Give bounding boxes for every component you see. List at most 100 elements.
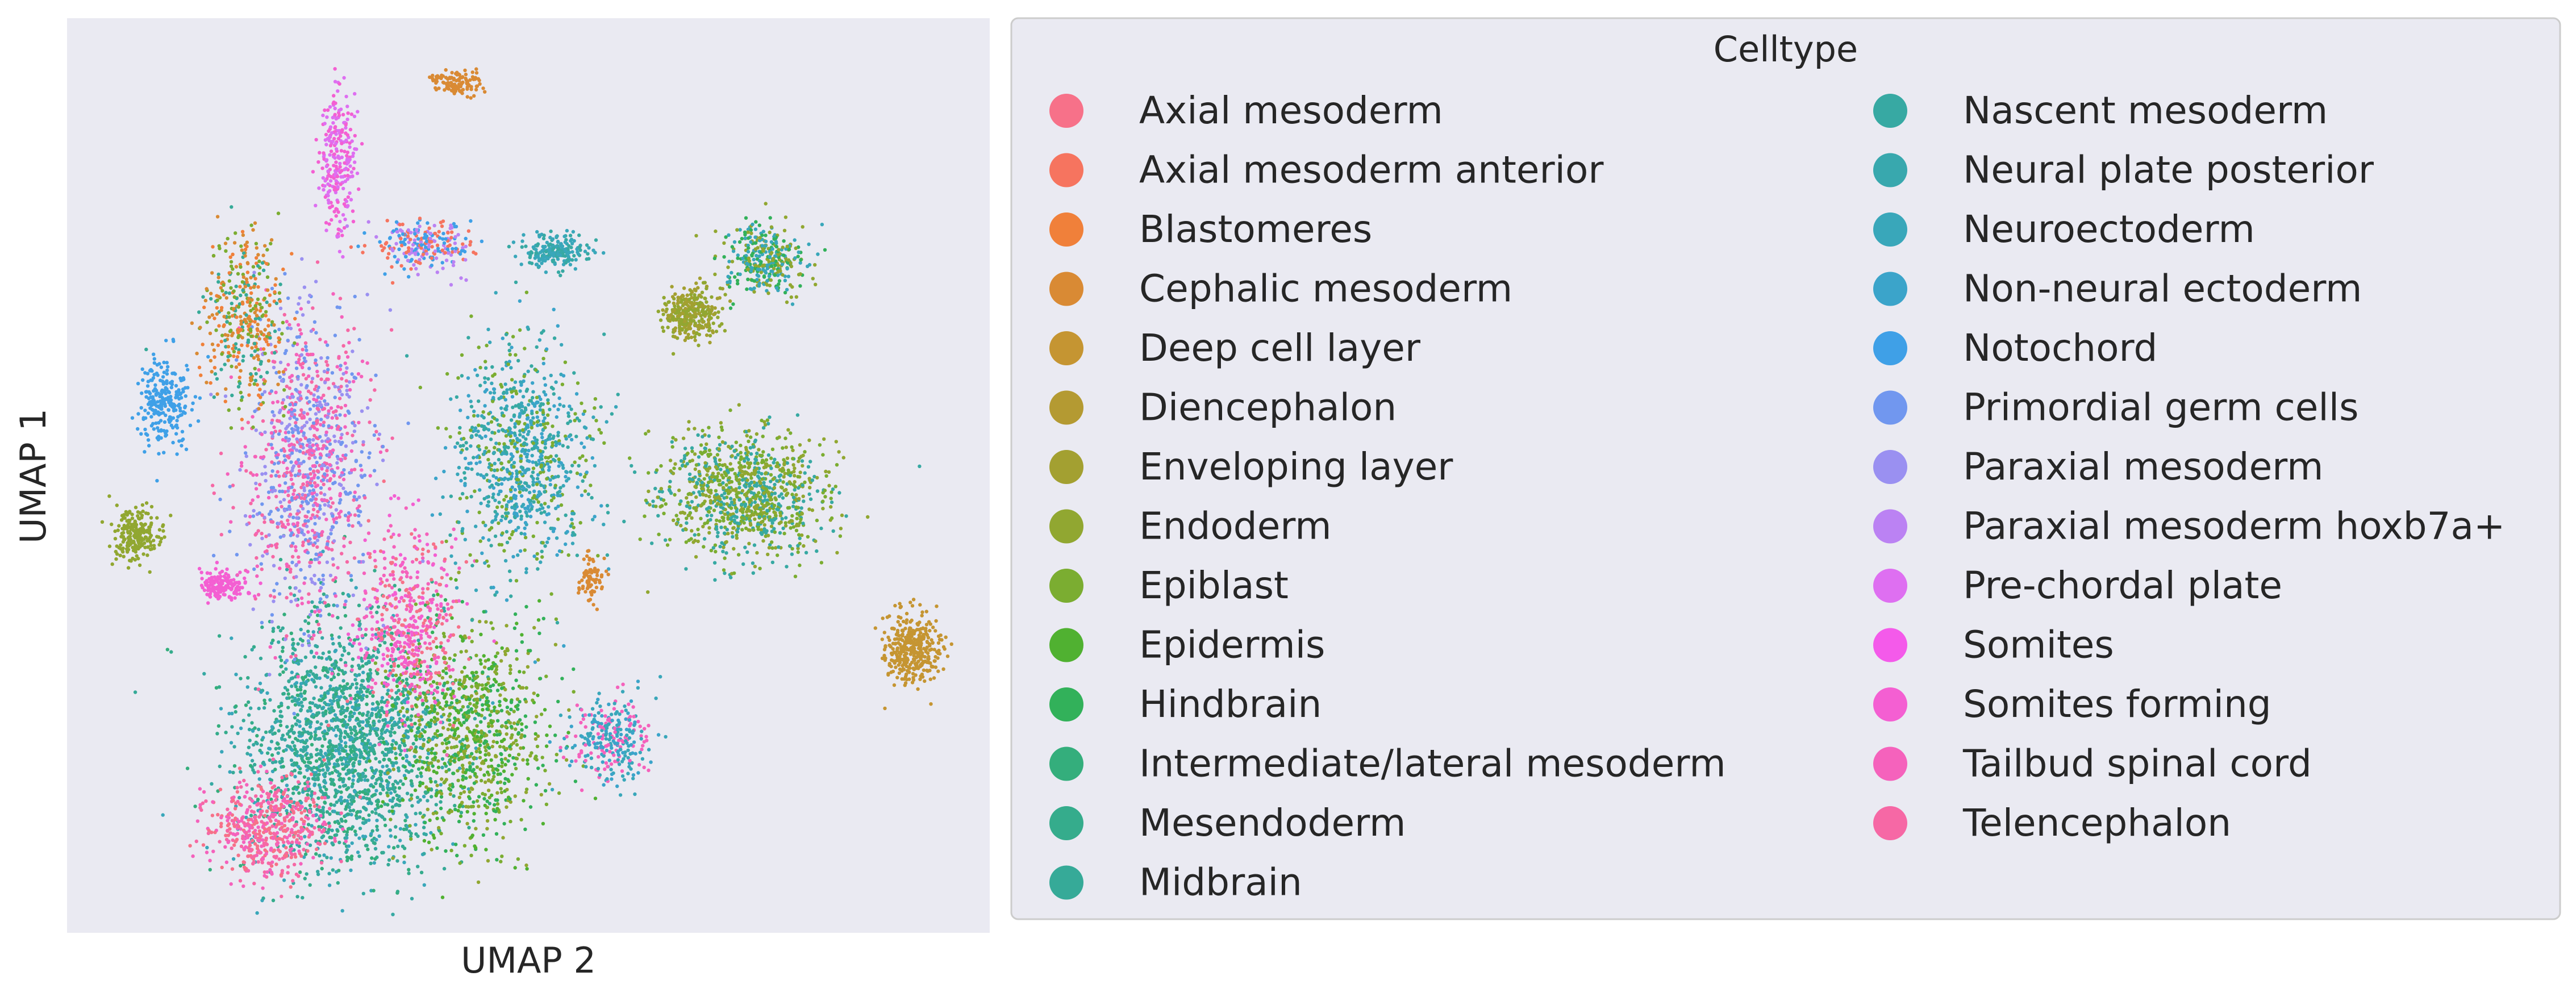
scatter-point [427, 721, 431, 725]
scatter-point [375, 828, 380, 832]
scatter-point [302, 745, 306, 749]
scatter-point [394, 756, 398, 760]
scatter-point [411, 560, 415, 564]
scatter-point [299, 817, 303, 821]
scatter-point [286, 865, 290, 869]
scatter-point [511, 741, 516, 745]
scatter-point [345, 812, 350, 816]
scatter-point [435, 690, 439, 694]
scatter-point [248, 753, 253, 757]
scatter-point [269, 740, 274, 744]
scatter-point [294, 654, 298, 658]
scatter-point [414, 631, 418, 635]
scatter-point [367, 797, 372, 801]
scatter-point [443, 557, 447, 561]
scatter-point [306, 777, 311, 781]
scatter-point [332, 695, 337, 699]
scatter-point [383, 730, 387, 734]
scatter-point [370, 829, 374, 833]
scatter-point [308, 706, 312, 710]
scatter-point [444, 700, 449, 704]
scatter-point [385, 703, 389, 708]
scatter-point [397, 497, 401, 500]
scatter-point [322, 512, 326, 516]
scatter-point [481, 708, 485, 712]
scatter-point [210, 313, 214, 317]
scatter-point [278, 714, 282, 718]
scatter-point [302, 489, 306, 493]
scatter-point [326, 603, 330, 607]
scatter-point [311, 777, 315, 781]
scatter-point [214, 686, 219, 690]
scatter-point [327, 453, 331, 457]
scatter-point [321, 696, 325, 701]
scatter-point [340, 552, 344, 556]
scatter-point [423, 820, 427, 825]
scatter-point [395, 640, 399, 644]
scatter-point [301, 543, 305, 548]
scatter-point [269, 594, 273, 598]
scatter-point [389, 654, 394, 658]
scatter-point [410, 714, 414, 718]
scatter-point [320, 636, 324, 640]
scatter-point [312, 804, 317, 808]
scatter-point [252, 815, 257, 819]
scatter-point [294, 545, 298, 549]
scatter-point [416, 653, 420, 657]
scatter-point [430, 684, 433, 688]
scatter-point [270, 435, 274, 439]
scatter-point [291, 637, 295, 641]
scatter-point [454, 578, 458, 582]
scatter-point [235, 573, 239, 577]
scatter-point [263, 328, 267, 332]
scatter-point [373, 569, 377, 573]
scatter-point [372, 721, 376, 725]
scatter-point [280, 448, 284, 452]
scatter-point [283, 738, 287, 742]
scatter-point [306, 621, 311, 625]
scatter-point [206, 831, 211, 836]
scatter-point [376, 437, 381, 441]
scatter-point [291, 647, 295, 650]
scatter-point [381, 458, 385, 462]
scatter-point [505, 746, 509, 751]
scatter-point [378, 791, 382, 796]
scatter-point [299, 800, 303, 805]
scatter-point [398, 709, 402, 714]
scatter-point [441, 707, 445, 711]
scatter-point [329, 532, 333, 536]
scatter-point [234, 704, 238, 708]
scatter-point [397, 620, 401, 624]
scatter-point [427, 724, 431, 728]
scatter-point [297, 357, 301, 362]
scatter-point [502, 821, 506, 826]
scatter-point [281, 649, 285, 653]
scatter-point [371, 587, 375, 591]
scatter-point [535, 744, 540, 749]
scatter-point [343, 670, 347, 675]
scatter-point [443, 749, 447, 753]
scatter-point [250, 787, 254, 791]
scatter-point [429, 622, 433, 625]
scatter-point [448, 762, 452, 766]
scatter-point [436, 765, 441, 770]
scatter-point [314, 552, 318, 556]
scatter-point [372, 469, 377, 473]
scatter-point [286, 827, 290, 831]
scatter-point [310, 831, 314, 835]
scatter-point [485, 743, 490, 747]
scatter-point [504, 724, 508, 729]
scatter-point [349, 802, 353, 806]
scatter-point [376, 668, 380, 671]
scatter-point [511, 756, 515, 760]
scatter-point [277, 746, 281, 750]
scatter-point [252, 508, 256, 513]
scatter-point [436, 759, 440, 763]
scatter-point [321, 573, 325, 577]
scatter-point [251, 607, 255, 611]
scatter-point [328, 824, 332, 828]
scatter-point [309, 772, 314, 777]
scatter-point [277, 419, 281, 423]
scatter-point [301, 482, 305, 486]
scatter-point [408, 603, 412, 607]
